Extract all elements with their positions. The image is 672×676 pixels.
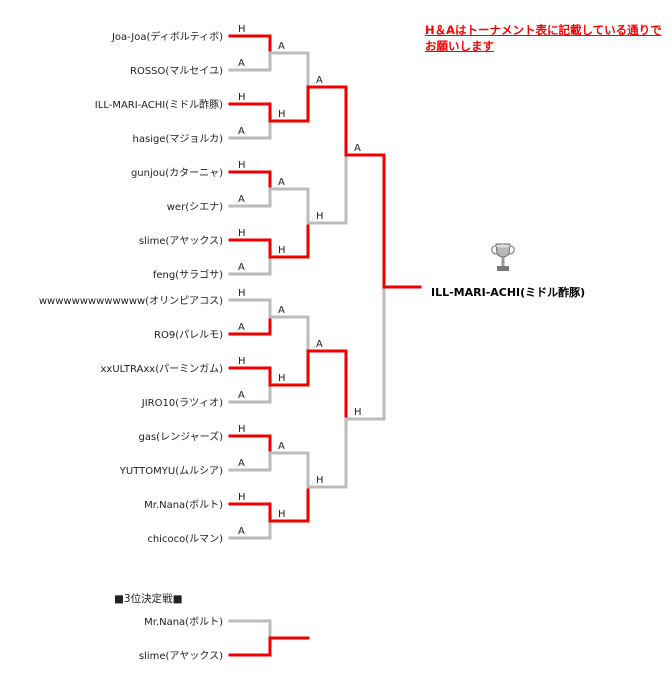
team-name: JIRO10(ラツィオ) xyxy=(141,397,223,409)
result-label-bottom: A xyxy=(238,322,245,333)
team-name: slime(アヤックス) xyxy=(139,235,223,247)
team-name: YUTTOMYU(ムルシア) xyxy=(119,465,223,477)
result-label-top: A xyxy=(278,41,285,52)
result-label-bottom: A xyxy=(238,526,245,537)
result-label-top: H xyxy=(238,356,246,367)
result-label-top: A xyxy=(278,305,285,316)
champion-name: ILL-MARI-ACHI(ミドル酢豚) xyxy=(431,285,585,299)
team-name: Joa-Joa(ディボルティボ) xyxy=(111,30,223,43)
result-label-top: A xyxy=(316,339,323,350)
result-label-top: A xyxy=(278,177,285,188)
result-label-bottom: A xyxy=(238,390,245,401)
third-place-bottom-team: slime(アヤックス) xyxy=(139,650,223,662)
team-name: xxULTRAxx(パーミンガム) xyxy=(101,363,224,375)
result-label-bottom: H xyxy=(278,109,286,120)
team-name: chicoco(ルマン) xyxy=(147,534,223,545)
team-name: ROSSO(マルセイユ) xyxy=(130,65,223,77)
team-name: ILL-MARI-ACHI(ミドル酢豚) xyxy=(95,98,223,111)
result-label-bottom: A xyxy=(238,126,245,137)
result-label-top: H xyxy=(238,228,246,239)
result-label-bottom: A xyxy=(238,262,245,273)
team-name: wwwwwwwwwwwww(オリンピアコス) xyxy=(39,295,223,307)
result-label-bottom: H xyxy=(278,509,286,520)
home-away-note: H＆Aはトーナメント表に記載している通りでお願いします xyxy=(425,23,662,53)
result-label-bottom: H xyxy=(278,373,286,384)
trophy-icon xyxy=(491,243,515,271)
result-label-top: A xyxy=(316,75,323,86)
third-place-bracket xyxy=(228,619,310,657)
result-label-top: H xyxy=(238,92,246,103)
result-label-top: H xyxy=(238,424,246,435)
result-label-bottom: H xyxy=(316,211,324,222)
team-name: RO9(パレルモ) xyxy=(154,329,223,341)
result-label-bottom: H xyxy=(354,407,362,418)
result-label-top: H xyxy=(238,160,246,171)
result-label-top: H xyxy=(238,492,246,503)
team-name: Mr.Nana(ボルト) xyxy=(144,499,223,511)
result-label-top: H xyxy=(238,288,246,299)
bracket-labels: Joa-Joa(ディボルティボ) ROSSO(マルセイユ) ILL-MARI-ACH… xyxy=(39,24,362,545)
result-label-top: A xyxy=(354,143,361,154)
team-name: hasige(マジョルカ) xyxy=(133,133,224,145)
third-place-heading: ■3位決定戦■ xyxy=(114,593,183,605)
team-name: wer(シエナ) xyxy=(167,201,223,213)
result-label-top: A xyxy=(278,441,285,452)
bracket-lines xyxy=(228,34,422,540)
team-name: gas(レンジャーズ) xyxy=(139,430,224,443)
result-label-bottom: H xyxy=(316,475,324,486)
result-label-bottom: H xyxy=(278,245,286,256)
result-label-bottom: A xyxy=(238,458,245,469)
team-name: feng(サラゴサ) xyxy=(153,268,223,281)
result-label-bottom: A xyxy=(238,58,245,69)
team-name: gunjou(カターニャ) xyxy=(131,167,223,179)
result-label-bottom: A xyxy=(238,194,245,205)
third-place-top-team: Mr.Nana(ボルト) xyxy=(144,616,223,628)
result-label-top: H xyxy=(238,24,246,35)
